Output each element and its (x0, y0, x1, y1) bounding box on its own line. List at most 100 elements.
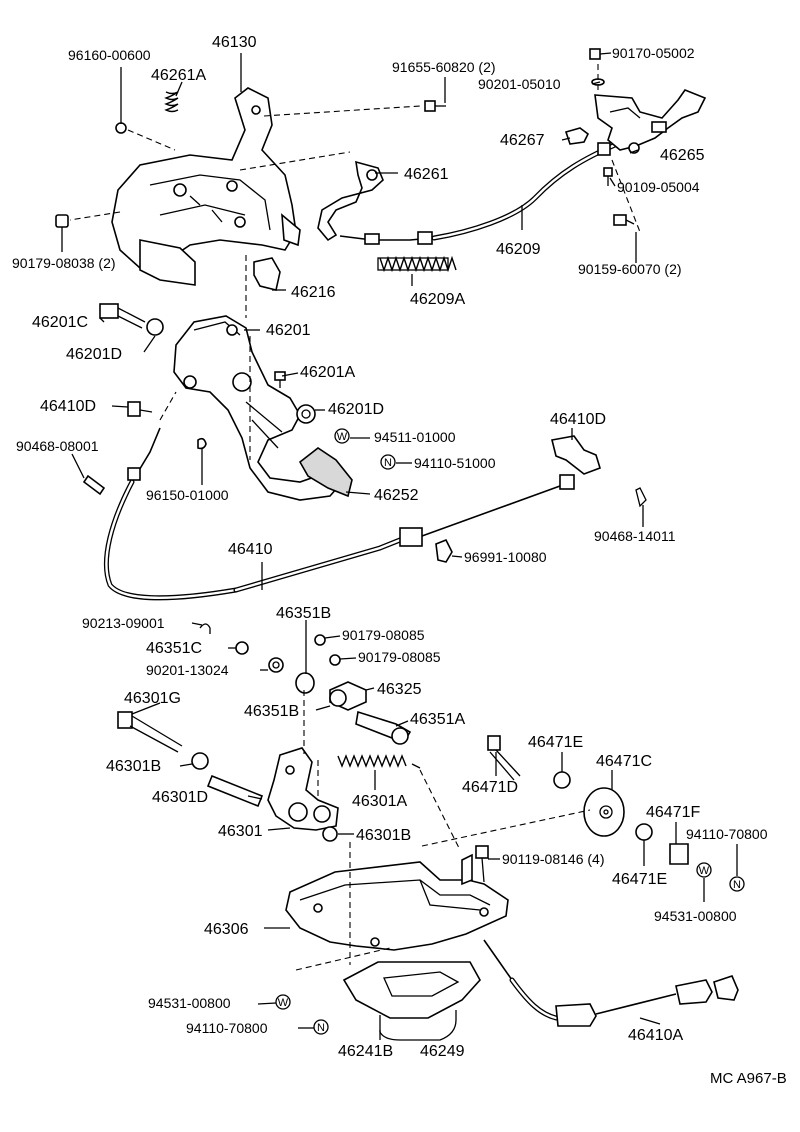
bolt-90109-drawing (603, 167, 613, 186)
label-46201D-upper: 46201D (66, 346, 122, 363)
label-46301A: 46301A (352, 793, 407, 810)
clip-46267-drawing (564, 127, 590, 145)
label-46130: 46130 (212, 34, 257, 51)
bolt-46471D-drawing (487, 735, 521, 781)
label-46471E-upper: 46471E (528, 734, 583, 751)
label-46201D-lower: 46201D (328, 401, 384, 418)
label-46249: 46249 (420, 1043, 465, 1060)
label-91655-60820: 91655-60820 (2) (392, 59, 496, 75)
label-46351A: 46351A (410, 711, 465, 728)
spring-46301A-drawing (337, 754, 421, 769)
reference-code: MC A967-B (710, 1070, 787, 1087)
washer-94531-a-drawing: W (696, 862, 712, 878)
label-90179-08085-upper: 90179-08085 (342, 627, 425, 643)
label-46301B-lower: 46301B (356, 827, 411, 844)
nut-94110-70800-b-drawing: N (313, 1019, 329, 1035)
boot-46249-drawing (379, 1010, 457, 1041)
label-46306: 46306 (204, 921, 249, 938)
label-94511-01000: 94511-01000 (374, 429, 456, 445)
label-90119-08146: 90119-08146 (4) (502, 851, 604, 867)
washer-symbol: W (699, 865, 710, 877)
label-46267: 46267 (500, 132, 545, 149)
pad-46252-drawing (298, 447, 353, 498)
label-46351B-lower: 46351B (244, 703, 299, 720)
washer-symbol: W (337, 431, 348, 443)
label-46209: 46209 (496, 241, 541, 258)
label-46325: 46325 (377, 681, 422, 698)
sleeve-46471F-drawing (669, 843, 689, 865)
nut-symbol: N (384, 457, 392, 469)
bushing-46351C-drawing (235, 641, 249, 655)
label-94110-70800-left: 94110-70800 (186, 1020, 268, 1036)
label-46471E-lower: 46471E (612, 871, 667, 888)
label-94110-51000: 94110-51000 (414, 455, 496, 471)
bushing-46301B-drawing (322, 826, 338, 842)
bracket-46130-drawing (111, 87, 301, 286)
label-46301B-upper: 46301B (106, 758, 161, 775)
label-46410D-left: 46410D (40, 398, 96, 415)
bracket-46301-drawing (267, 747, 339, 831)
nut-46301B-drawing (191, 752, 209, 770)
clip-96160-drawing (115, 122, 127, 134)
cable-46410A-drawing (483, 939, 739, 1027)
cover-46216-drawing (253, 257, 281, 291)
label-46261A: 46261A (151, 67, 206, 84)
washer-symbol: W (278, 997, 289, 1009)
clip-96150-drawing (197, 437, 207, 450)
label-96991-10080: 96991-10080 (464, 549, 547, 565)
nut-46201D-drawing (146, 318, 164, 336)
label-90468-08001: 90468-08001 (16, 438, 99, 454)
washer-90201-13024-drawing (268, 657, 284, 673)
bolt-46410D-drawing (127, 401, 153, 417)
base-46306-drawing (285, 853, 509, 951)
label-46410: 46410 (228, 541, 273, 558)
label-46216: 46216 (291, 284, 336, 301)
cable-46209-drawing (339, 142, 618, 245)
label-94531-00800-left: 94531-00800 (148, 995, 231, 1011)
bolt-90119-drawing (475, 845, 489, 883)
cable-46410-drawing (103, 427, 575, 601)
nut-90170-drawing (589, 48, 601, 60)
label-46201A: 46201A (300, 364, 355, 381)
lever-46261-drawing (317, 160, 384, 242)
pedal-46201-drawing (173, 315, 345, 501)
label-90170-05002: 90170-05002 (612, 45, 695, 61)
label-46410A: 46410A (628, 1027, 683, 1044)
label-46301G: 46301G (124, 690, 181, 707)
label-90159-60070: 90159-60070 (2) (578, 261, 682, 277)
label-46351B-upper: 46351B (276, 605, 331, 622)
bolt-90159-drawing (613, 214, 635, 226)
label-46201: 46201 (266, 322, 311, 339)
label-90109-05004: 90109-05004 (617, 179, 700, 195)
label-46301: 46301 (218, 823, 263, 840)
pin-46301D-drawing (206, 774, 264, 808)
nut-symbol: N (317, 1022, 325, 1034)
label-46252: 46252 (374, 487, 419, 504)
shaft-46351A-drawing (355, 710, 412, 745)
nut-symbol: N (733, 879, 741, 891)
clip-90213-drawing (199, 623, 211, 634)
washer-94511-drawing: W (334, 428, 350, 444)
label-90179-08038: 90179-08038 (2) (12, 255, 116, 271)
alignment-lines (69, 60, 641, 971)
label-46261: 46261 (404, 166, 449, 183)
bolt-46201C-drawing (99, 303, 146, 329)
label-46410D-right: 46410D (550, 411, 606, 428)
label-90179-08085-lower: 90179-08085 (358, 649, 441, 665)
bushing-46201D-drawing (296, 404, 316, 424)
bushing-46325-drawing (329, 681, 367, 711)
bracket-46410D-drawing (551, 435, 601, 475)
label-46471F: 46471F (646, 804, 700, 821)
bolt-46201A-drawing (274, 371, 286, 388)
label-46265: 46265 (660, 147, 705, 164)
washer-94531-b-drawing: W (275, 994, 291, 1010)
nut-94110-51000-drawing: N (380, 454, 396, 470)
pulley-46471C-drawing (583, 787, 625, 837)
label-46471C: 46471C (596, 753, 652, 770)
label-46301D: 46301D (152, 789, 208, 806)
label-46351C: 46351C (146, 640, 202, 657)
label-46201C: 46201C (32, 314, 88, 331)
label-90201-05010: 90201-05010 (478, 76, 561, 92)
